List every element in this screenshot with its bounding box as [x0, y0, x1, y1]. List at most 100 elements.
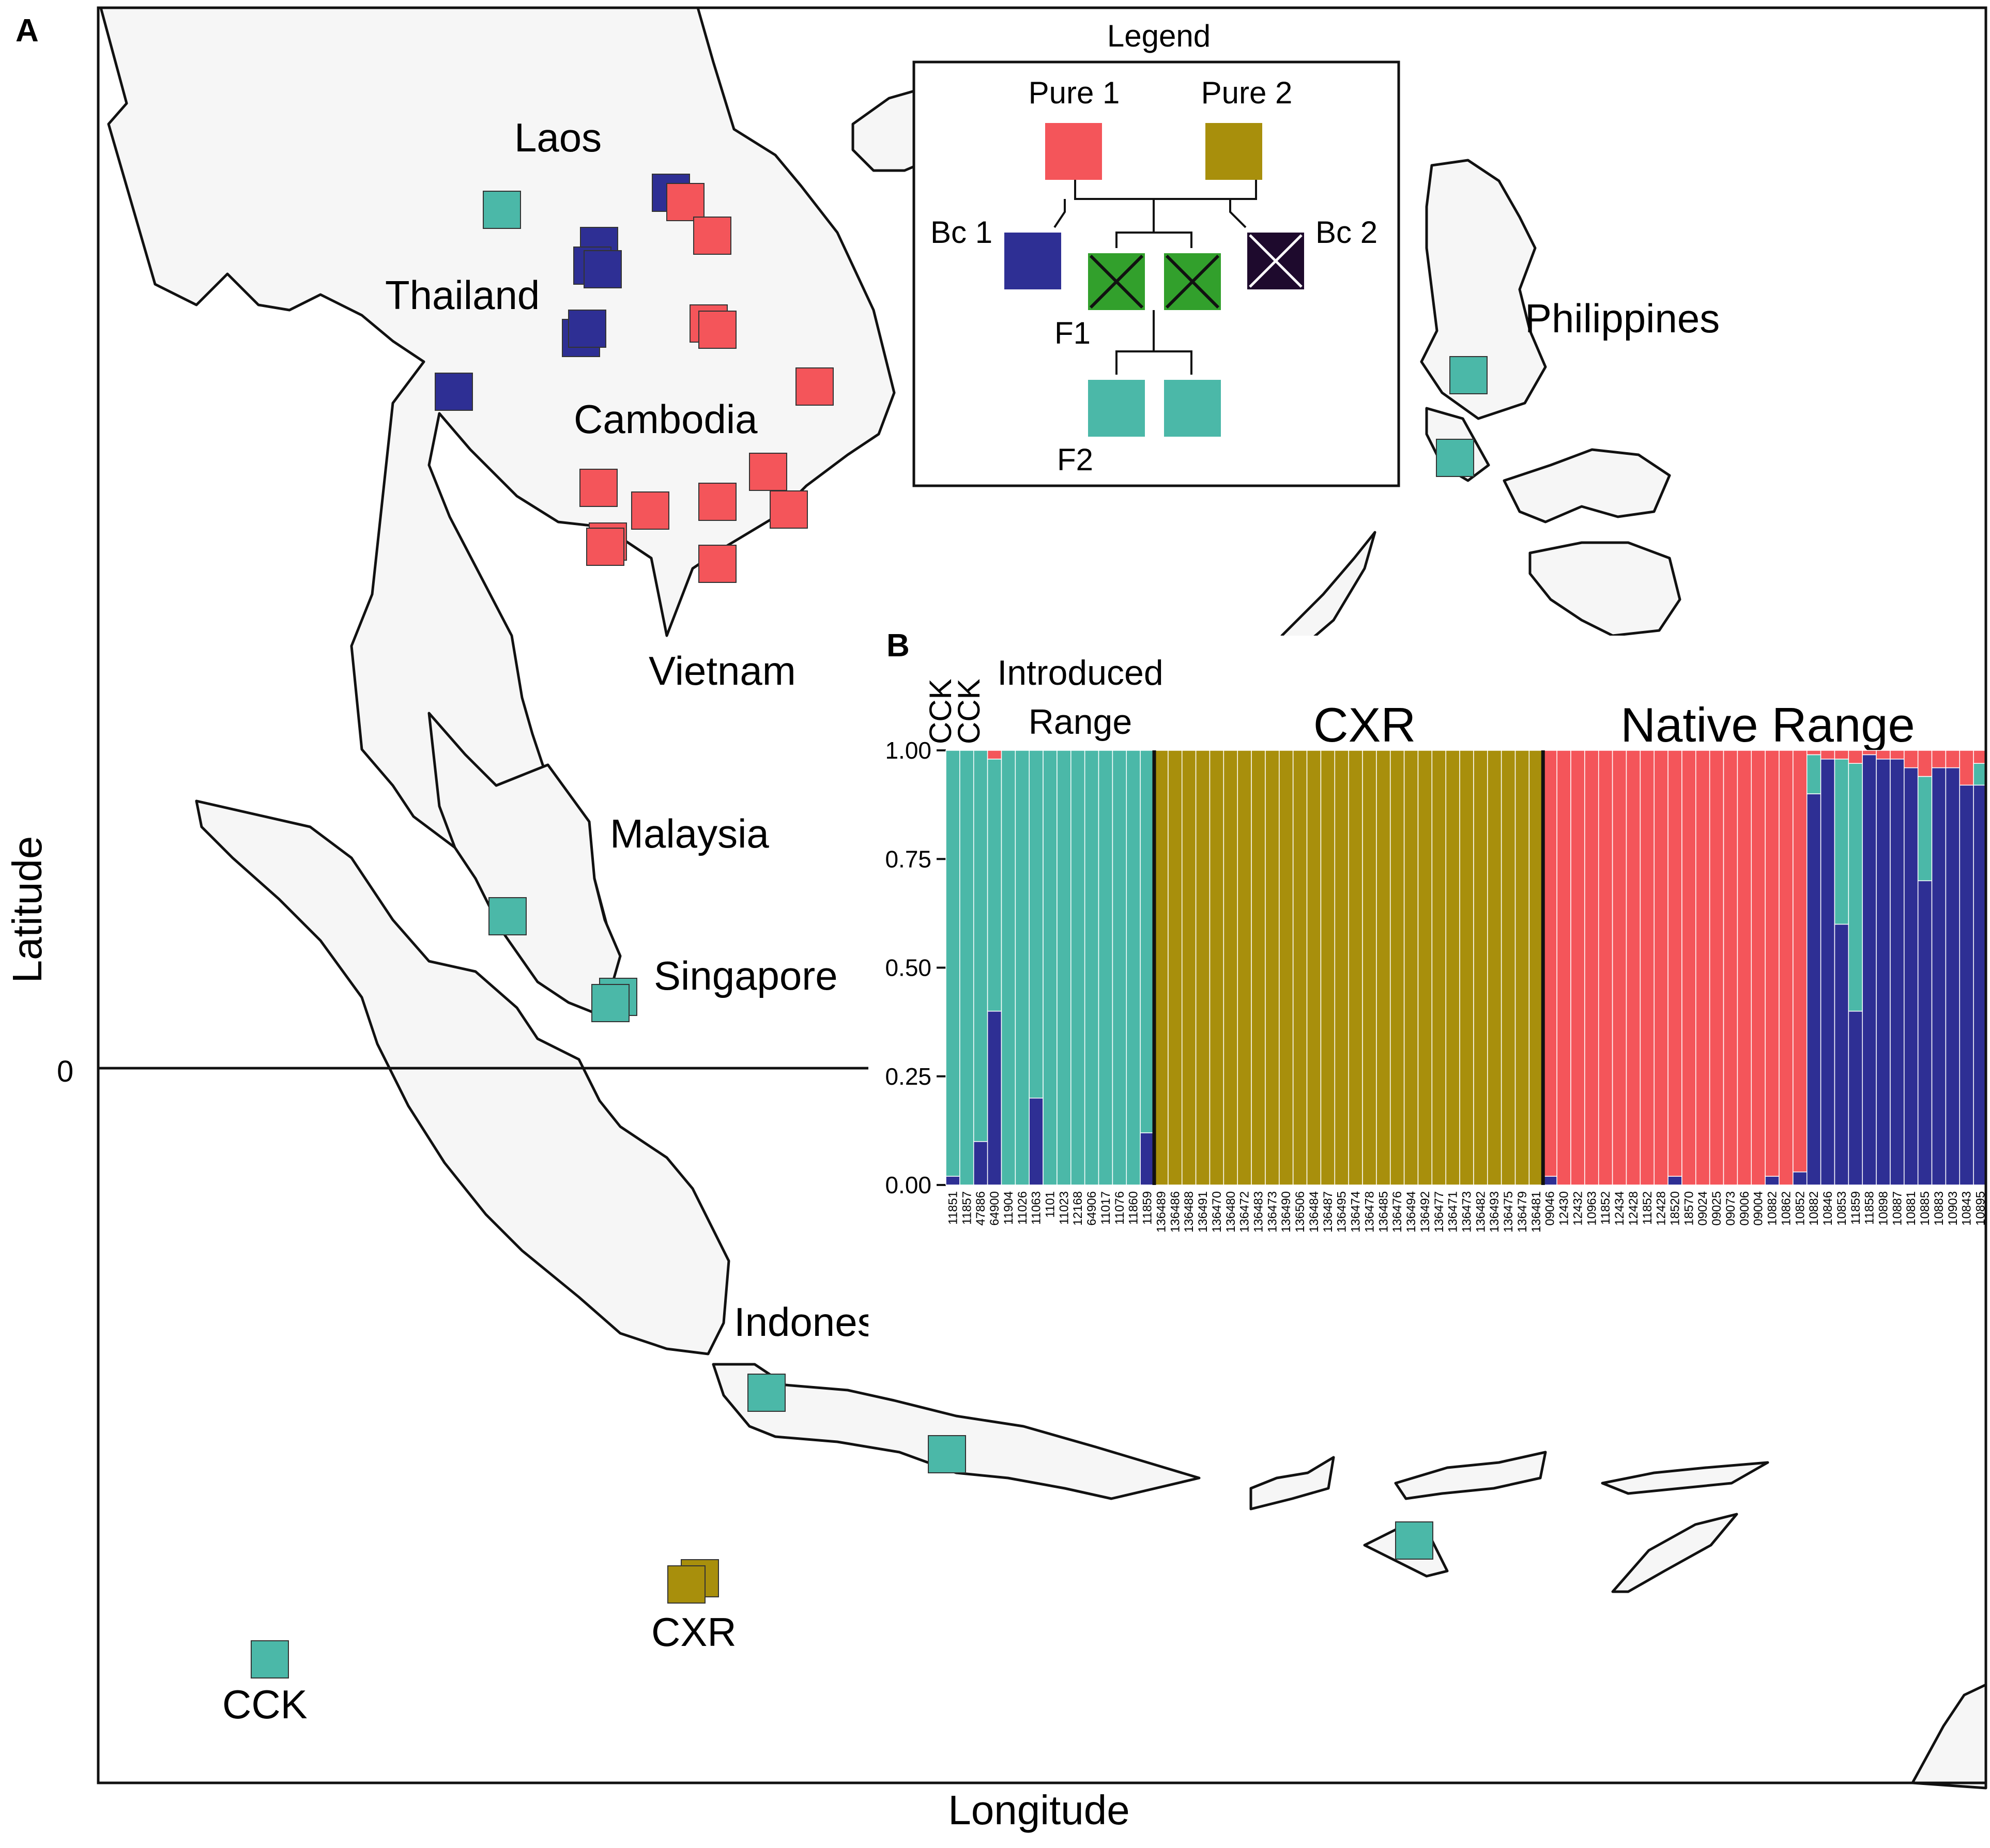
sample-label: 136473 — [1460, 1191, 1474, 1233]
marker-pure1 — [795, 367, 834, 406]
legend-bc1-swatch — [1004, 233, 1061, 289]
y-axis-title: Latitude — [4, 836, 50, 983]
sample-markers — [251, 174, 1488, 1678]
legend-pure1-label: Pure 1 — [1029, 75, 1120, 110]
marker-pure1 — [698, 545, 737, 583]
legend-f2-label: F2 — [1057, 442, 1093, 477]
mindanao — [1528, 541, 1681, 637]
marker-f2 — [591, 984, 630, 1022]
palawan — [1280, 531, 1376, 653]
structure-bar-segment — [1917, 750, 1933, 777]
structure-bar-segment — [1862, 750, 1877, 756]
sample-label: 10843 — [1960, 1191, 1974, 1226]
structure-bar-segment — [1376, 750, 1391, 1185]
structure-bar-segment — [1528, 750, 1544, 1185]
sample-label: 11852 — [1641, 1191, 1655, 1225]
marker-pure1 — [586, 528, 624, 566]
flores — [1601, 1461, 1769, 1495]
structure-bar-segment — [1251, 750, 1266, 1185]
sumatra — [195, 799, 730, 1356]
y-tick-label: 0.50 — [885, 954, 931, 981]
sample-label: 11023 — [1057, 1191, 1071, 1225]
sample-label: 12432 — [1571, 1191, 1585, 1226]
marker-pure1 — [631, 491, 669, 530]
sample-label: 12434 — [1613, 1191, 1627, 1226]
structure-bar-segment — [1168, 750, 1183, 1185]
structure-bar-segment — [1098, 750, 1113, 1185]
sample-label: 12428 — [1655, 1191, 1668, 1226]
structure-bar-segment — [1389, 750, 1405, 1185]
sample-label: 18520 — [1668, 1191, 1682, 1226]
sample-label: 136494 — [1404, 1191, 1418, 1233]
sample-label: 12428 — [1627, 1191, 1641, 1226]
structure-y-axis: 0.000.250.500.751.00 — [885, 737, 946, 1198]
marker-f2 — [488, 897, 527, 935]
sample-label: 12168 — [1071, 1191, 1085, 1226]
sample-label: 09073 — [1724, 1191, 1738, 1226]
structure-bar-segment — [1959, 784, 1974, 1185]
structure-bar-segment — [1334, 750, 1349, 1185]
legend-pure1-swatch — [1045, 123, 1102, 180]
marker-pure1 — [749, 453, 787, 491]
marker-pure2 — [667, 1565, 706, 1604]
marker-pure1 — [693, 217, 731, 255]
sample-label: 1101 — [1044, 1191, 1058, 1218]
sample-label: 136486 — [1168, 1191, 1182, 1233]
sample-label: 10883 — [1932, 1191, 1946, 1226]
marker-bc1 — [435, 373, 473, 411]
structure-bar-segment — [1417, 750, 1433, 1185]
structure-bar-segment — [1848, 763, 1863, 1012]
y-tick-label: 0.75 — [885, 845, 931, 872]
sample-label: 47886 — [974, 1191, 988, 1226]
structure-bar-segment — [1876, 759, 1891, 1185]
structure-bar-segment — [1917, 880, 1933, 1185]
y-tick-label: 1.00 — [885, 737, 931, 764]
structure-bar-segment — [1612, 750, 1627, 1185]
structure-bar-segment — [1279, 750, 1294, 1185]
sample-label: 10882 — [1807, 1191, 1821, 1226]
structure-bar-segment — [1237, 750, 1252, 1185]
label-malaysia: Malaysia — [610, 811, 769, 856]
label-cck: CCK — [222, 1682, 308, 1727]
sample-label: 11852 — [1599, 1191, 1613, 1225]
structure-bar-segment — [1556, 750, 1571, 1185]
structure-bar-segment — [1834, 923, 1849, 1185]
marker-pure1 — [698, 483, 737, 521]
structure-bar-segment — [1112, 750, 1127, 1185]
structure-bar-segment — [1820, 750, 1835, 760]
group-label-range: Range — [1029, 702, 1132, 742]
sample-label: 136493 — [1488, 1191, 1502, 1233]
sample-label: 136495 — [1335, 1191, 1349, 1233]
marker-pure1 — [770, 490, 808, 529]
sample-label: 11904 — [1002, 1191, 1016, 1225]
sample-label: 136477 — [1432, 1191, 1446, 1233]
sample-label: 11858 — [1863, 1191, 1877, 1225]
structure-bar-segment — [1737, 750, 1752, 1185]
sample-label: 136473 — [1265, 1191, 1279, 1233]
sample-label: 10882 — [1766, 1191, 1780, 1226]
structure-bar-segment — [1959, 750, 1974, 786]
sample-label: 136482 — [1474, 1191, 1488, 1233]
structure-bar-segment — [1362, 750, 1377, 1185]
structure-bar-segment — [1779, 750, 1794, 1185]
legend-box — [912, 60, 1400, 487]
timor — [1611, 1513, 1738, 1593]
structure-bar-segment — [1904, 767, 1919, 1185]
legend-f2-swatch — [1164, 380, 1221, 437]
structure-bar-segment — [1514, 750, 1530, 1185]
sample-label: 10846 — [1821, 1191, 1835, 1226]
structure-bar-segment — [1542, 1176, 1557, 1185]
structure-bar-segment — [1057, 750, 1071, 1185]
structure-bar-segment — [1501, 750, 1516, 1185]
sumbawa — [1394, 1451, 1547, 1500]
legend-inset: Legend Pure 1 Pure 2 Bc 1 Bc 2 F1 F2 — [912, 19, 1400, 487]
structure-bar-segment — [1084, 750, 1099, 1185]
structure-bar-segment — [1640, 750, 1655, 1185]
legend-f1-label: F1 — [1054, 316, 1091, 350]
structure-bar-segment — [1070, 750, 1085, 1185]
structure-bar-segment — [1209, 750, 1224, 1185]
structure-bar-segment — [1834, 750, 1849, 760]
sample-label: 136471 — [1446, 1191, 1460, 1233]
structure-bar-segment — [1917, 776, 1933, 882]
